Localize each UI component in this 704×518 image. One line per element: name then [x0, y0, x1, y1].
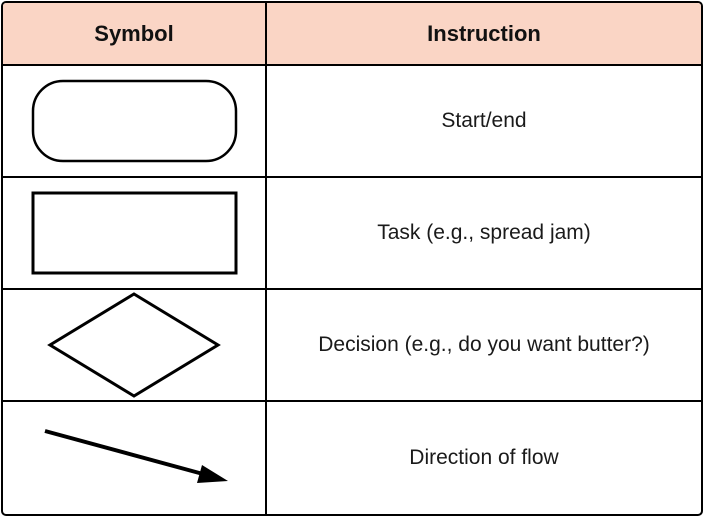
table-row-flow-instruction-cell: Direction of flow	[267, 402, 701, 514]
instruction-text: Direction of flow	[409, 446, 559, 469]
symbol-column-header: Symbol	[3, 3, 267, 66]
diamond-icon	[47, 292, 221, 398]
instruction-text: Task (e.g., spread jam)	[377, 221, 591, 244]
table-row-task-symbol-cell	[3, 178, 267, 290]
rectangle-icon	[31, 191, 238, 275]
instruction-text: Decision (e.g., do you want butter?)	[318, 333, 650, 356]
table-row-decision-symbol-cell	[3, 290, 267, 402]
instruction-text: Start/end	[441, 109, 527, 132]
table-row-start-end-symbol-cell	[3, 66, 267, 178]
arrow-icon	[44, 429, 228, 483]
table-row-flow-symbol-cell	[3, 402, 267, 514]
table-row-task-instruction-cell: Task (e.g., spread jam)	[267, 178, 701, 290]
table-row-decision-instruction-cell: Decision (e.g., do you want butter?)	[267, 290, 701, 402]
instruction-header-label: Instruction	[427, 20, 541, 46]
stadium-rounded-rectangle-icon	[31, 79, 238, 163]
table-row-start-end-instruction-cell: Start/end	[267, 66, 701, 178]
instruction-column-header: Instruction	[267, 3, 701, 66]
symbol-header-label: Symbol	[94, 20, 174, 46]
